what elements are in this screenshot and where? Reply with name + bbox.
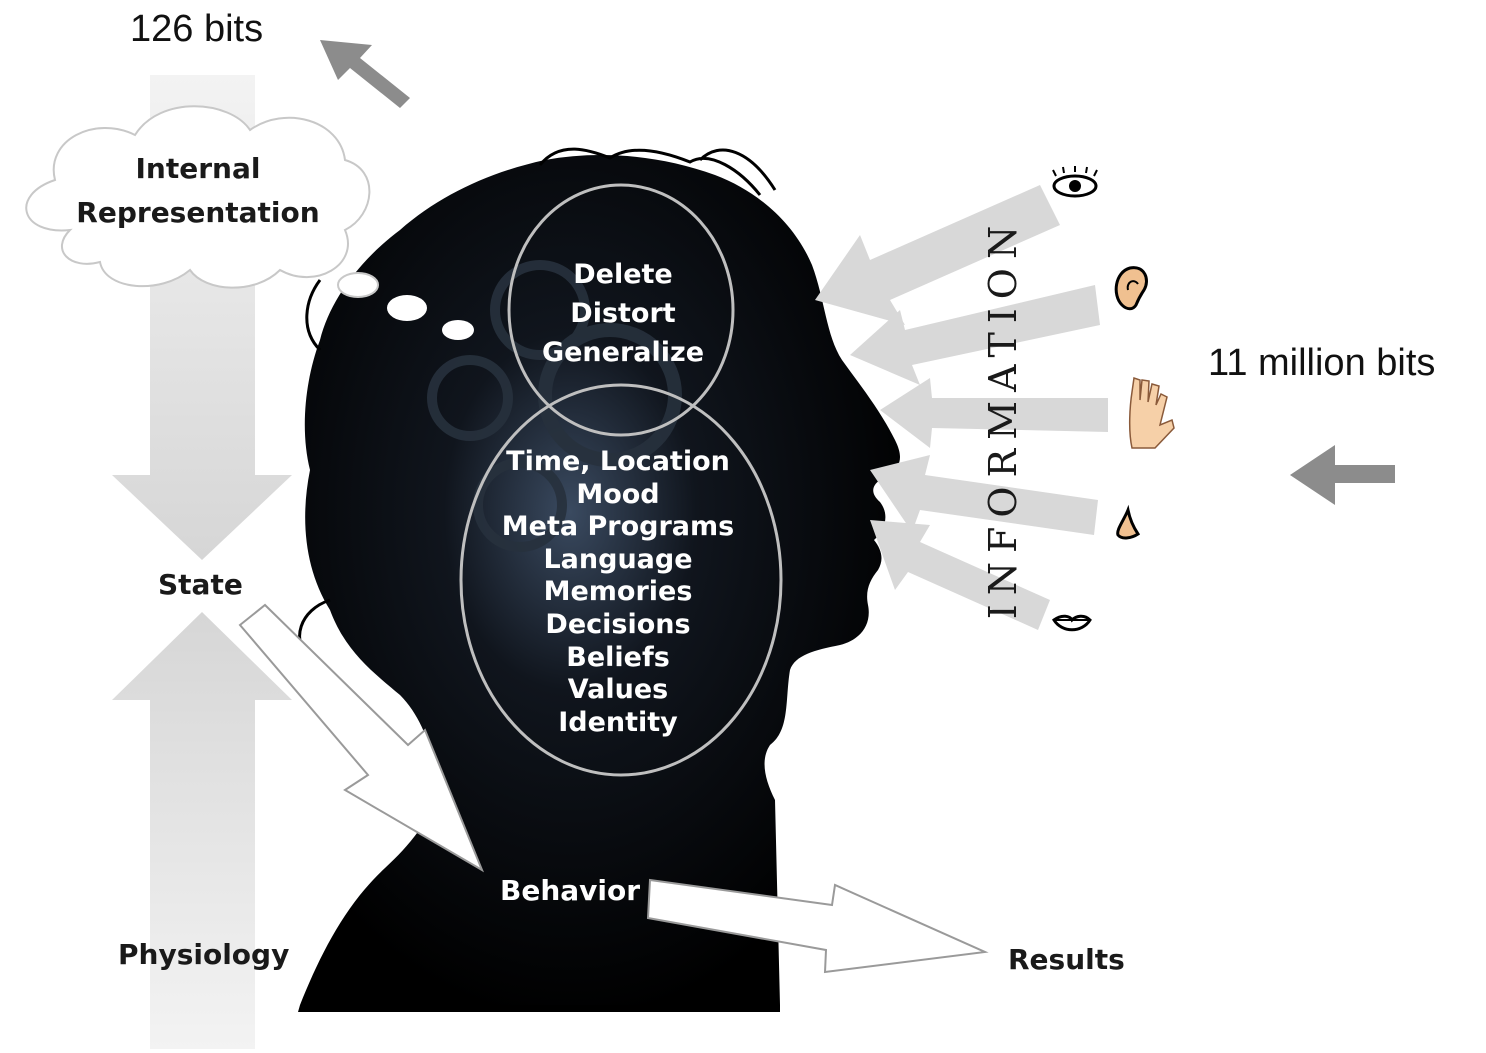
filter-delete: Delete [573,259,673,290]
nose-icon [1116,504,1141,540]
filter-distort: Distort [570,298,676,329]
arrow-out-dark [320,40,410,108]
factor-time-location: Time, Location [506,446,730,477]
factor-language: Language [543,543,693,575]
factor-meta-programs: Meta Programs [501,511,735,543]
factor-beliefs: Beliefs [566,641,670,673]
filter-ellipse [507,183,735,437]
hand-icon [1128,377,1175,449]
output-bits-label: 126 bits [130,8,264,50]
arrow-from-physiology [112,612,292,1049]
factor-list: Time, Location Mood Meta Programs Langua… [502,446,734,739]
ear-icon [1114,266,1148,311]
hair-tufts [298,147,777,662]
cloud-label-line2: Representation [76,196,320,229]
arrow-behavior-to-results [646,878,989,974]
results-label: Results [1008,943,1125,976]
thought-cloud [25,105,474,340]
information-label: INFORMATION [981,216,1025,620]
factor-decisions: Decisions [545,608,691,640]
filter-list: Delete Distort Generalize [542,255,704,372]
info-arrows [815,185,1108,630]
filter-generalize: Generalize [541,337,705,368]
factor-mood: Mood [576,478,660,510]
factor-identity: Identity [558,706,678,738]
factor-values: Values [567,674,669,706]
physiology-label: Physiology [118,938,290,971]
mouth-icon [1052,614,1092,632]
factor-memories: Memories [543,576,693,608]
state-label: State [158,568,243,601]
behavior-label: Behavior [500,874,641,907]
cloud-label-line1: Internal [135,152,261,185]
input-bits-label: 11 million bits [1208,342,1436,384]
factors-ellipse [459,383,783,777]
eye-icon [1052,166,1098,198]
shoulder-base [298,1005,780,1012]
arrow-in-dark [1290,445,1395,505]
arrow-state-to-behavior [238,603,485,873]
